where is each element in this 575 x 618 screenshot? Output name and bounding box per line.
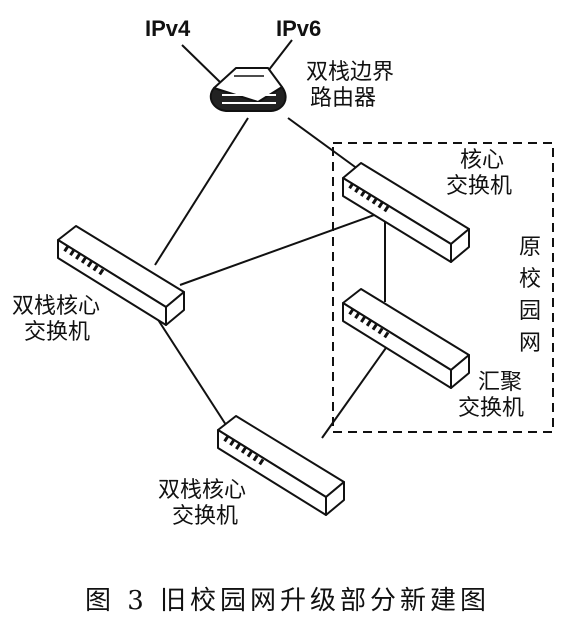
dual-core-bottom-label-line2: 交换机: [172, 504, 239, 529]
dual-core-bottom-label: 双栈核心 交换机: [158, 478, 246, 530]
router-icon: [209, 67, 287, 112]
link-router-core: [287, 117, 363, 173]
dual-core-bottom-label-line1: 双栈核心: [158, 478, 247, 503]
link-dualcore-left-bottom: [154, 314, 229, 429]
old-network-char-1: 原: [518, 235, 541, 260]
core-switch-icon: [342, 162, 470, 263]
router-label: 双栈边界 路由器: [306, 60, 394, 112]
aggregation-switch-icon: [342, 288, 470, 389]
dual-core-left-label: 双栈核心 交换机: [12, 294, 100, 346]
connection-lines: [154, 39, 389, 439]
dual-core-switch-left-icon: [57, 225, 185, 326]
ipv6-label: IPv6: [276, 16, 322, 41]
link-router-dualcore-left: [154, 117, 249, 266]
router-label-line2: 路由器: [310, 86, 377, 111]
router-label-line1: 双栈边界: [306, 60, 395, 85]
core-switch-label-line1: 核心: [460, 148, 505, 173]
aggregation-switch-label-line1: 汇聚: [478, 370, 523, 395]
old-campus-network-region: [332, 142, 554, 433]
old-network-char-4: 网: [518, 331, 541, 356]
link-core-dualcore-left: [179, 209, 389, 286]
ipv4-label: IPv4: [145, 16, 191, 41]
aggregation-switch-label-line2: 交换机: [458, 396, 525, 421]
dual-core-left-label-line2: 交换机: [24, 320, 91, 345]
core-switch-label: 核心 交换机: [446, 148, 512, 200]
link-aggregation-dualcore-bottom: [321, 344, 389, 439]
dual-core-switch-bottom-icon: [217, 415, 345, 516]
old-network-char-3: 园: [518, 299, 541, 324]
aggregation-switch-label: 汇聚 交换机: [458, 370, 524, 422]
old-network-char-2: 校: [518, 267, 541, 292]
core-switch-label-line2: 交换机: [446, 174, 513, 199]
figure-caption: 图 3 旧校园网升级部分新建图: [84, 586, 491, 616]
old-network-label: 原 校 园 网: [518, 232, 542, 360]
dual-core-left-label-line1: 双栈核心: [12, 294, 101, 319]
link-ipv4-router: [181, 44, 223, 85]
